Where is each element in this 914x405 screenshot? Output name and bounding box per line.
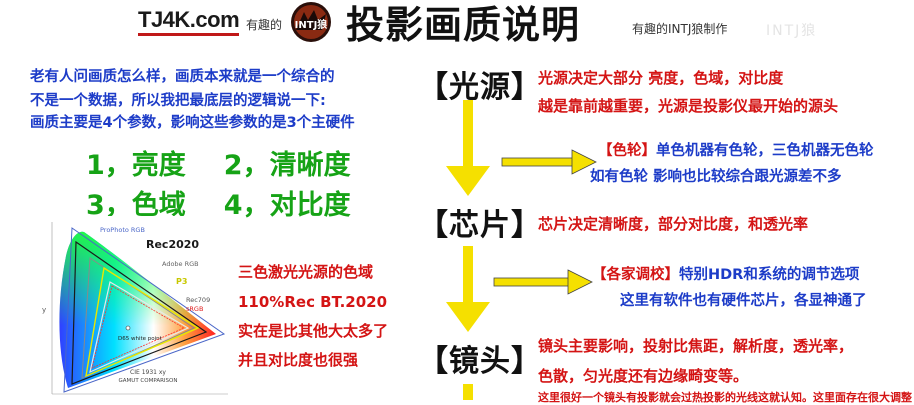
gamut-note-1: 三色激光光源的色域 (238, 263, 374, 281)
down-arrow-icon (446, 100, 490, 196)
watermark: INTJ狼 (766, 23, 818, 39)
tuning-tag: 【各家调校】 (592, 267, 679, 283)
page-subtitle: 有趣的INTJ狼制作 (632, 22, 728, 36)
brand-caption: 有趣的 (246, 18, 283, 32)
footer-partial-text: 这里很好一个镜头有投影就会过热投影的光线这就认知。这里面存在很大调整 (538, 391, 912, 404)
tuning-line-1: 特别HDR和系统的调节选项 (679, 267, 860, 283)
right-arrow-icon (501, 149, 597, 175)
d65-point (125, 325, 131, 331)
label-prophoto: ProPhoto RGB (100, 226, 145, 234)
parameter-list: 1，亮度 2，清晰度 3，色域 4，对比度 (86, 146, 416, 226)
badge-text: INTJ狼 (295, 18, 329, 31)
side-note-tuning: 【各家调校】特别HDR和系统的调节选项 (592, 264, 859, 286)
down-arrow-icon (446, 246, 490, 332)
gamut-axis-label: y (42, 306, 46, 314)
color-wheel-line-1: 单色机器有色轮，三色机器无色轮 (656, 143, 874, 159)
flow-arrows (446, 100, 597, 400)
rec2020-outline (71, 240, 208, 385)
gamut-note-3: 实在是比其他大太多了 (238, 322, 389, 340)
down-arrow-icon (463, 384, 473, 400)
param-brightness: 1，亮度 (86, 150, 186, 181)
label-cie: CIE 1931 xy (130, 369, 166, 376)
lens-desc-1: 镜头主要影响，投射比焦距，解析度，透光率， (538, 337, 854, 355)
light-source-desc-2: 越是靠前越重要，光源是投影仪最开始的源头 (538, 97, 839, 115)
param-sharpness: 2，清晰度 (223, 150, 351, 181)
chip-desc-1: 芯片决定清晰度，部分对比度，和透光率 (538, 215, 809, 233)
intro-line-1: 老有人问画质怎么样，画质本来就是一个综合的 (30, 69, 335, 85)
node-lens: 【镜头】 (418, 344, 542, 379)
label-p3: P3 (176, 277, 187, 286)
label-rec2020: Rec2020 (146, 238, 199, 251)
label-srgb: sRGB (186, 305, 203, 313)
rec709-outline (89, 281, 190, 374)
param-contrast: 4，对比度 (223, 190, 351, 221)
cie-gamut-diagram: y ProPhoto RGB Rec2020 Adobe RGB P3 Rec7… (38, 216, 234, 400)
gamut-note-2: 110%Rec BT.2020 (238, 293, 388, 311)
tuning-line-2: 这里有软件也有硬件芯片，各显神通了 (620, 293, 867, 309)
color-wheel-line-2: 如有色轮 影响也比较综合跟光源差不多 (590, 169, 842, 185)
page-title: 投影画质说明 (346, 3, 581, 47)
node-chip: 【芯片】 (418, 208, 542, 243)
node-light-source: 【光源】 (418, 70, 542, 105)
right-arrow-icon (493, 269, 593, 295)
param-gamut: 3，色域 (86, 190, 186, 221)
lens-desc-2: 色散，匀光度还有边缘畸变等。 (538, 367, 749, 385)
label-d65: D65 white point (118, 336, 163, 342)
p3-outline (85, 266, 200, 378)
srgb-outline (91, 285, 185, 369)
color-wheel-tag: 【色轮】 (598, 143, 656, 159)
side-note-color-wheel: 【色轮】单色机器有色轮，三色机器无色轮 (598, 140, 874, 162)
site-logo[interactable]: TJ4K.com (138, 6, 240, 36)
label-adobe: Adobe RGB (162, 260, 199, 268)
wolf-badge-icon: INTJ狼 (282, 0, 340, 44)
intro-line-2: 不是一个数据，所以我把最底层的逻辑说一下: (30, 93, 326, 109)
logo-text: TJ4K.com (138, 7, 240, 36)
light-source-desc-1: 光源决定大部分 亮度，色域，对比度 (538, 69, 784, 87)
label-gamut-comparison: GAMUT COMPARISON (119, 378, 178, 384)
prophoto-outline (63, 227, 226, 393)
intro-line-3: 画质主要是4个参数，影响这些参数的是3个主硬件 (30, 115, 355, 131)
gamut-note-4: 并且对比度也很强 (238, 351, 359, 369)
label-rec709: Rec709 (186, 296, 210, 304)
